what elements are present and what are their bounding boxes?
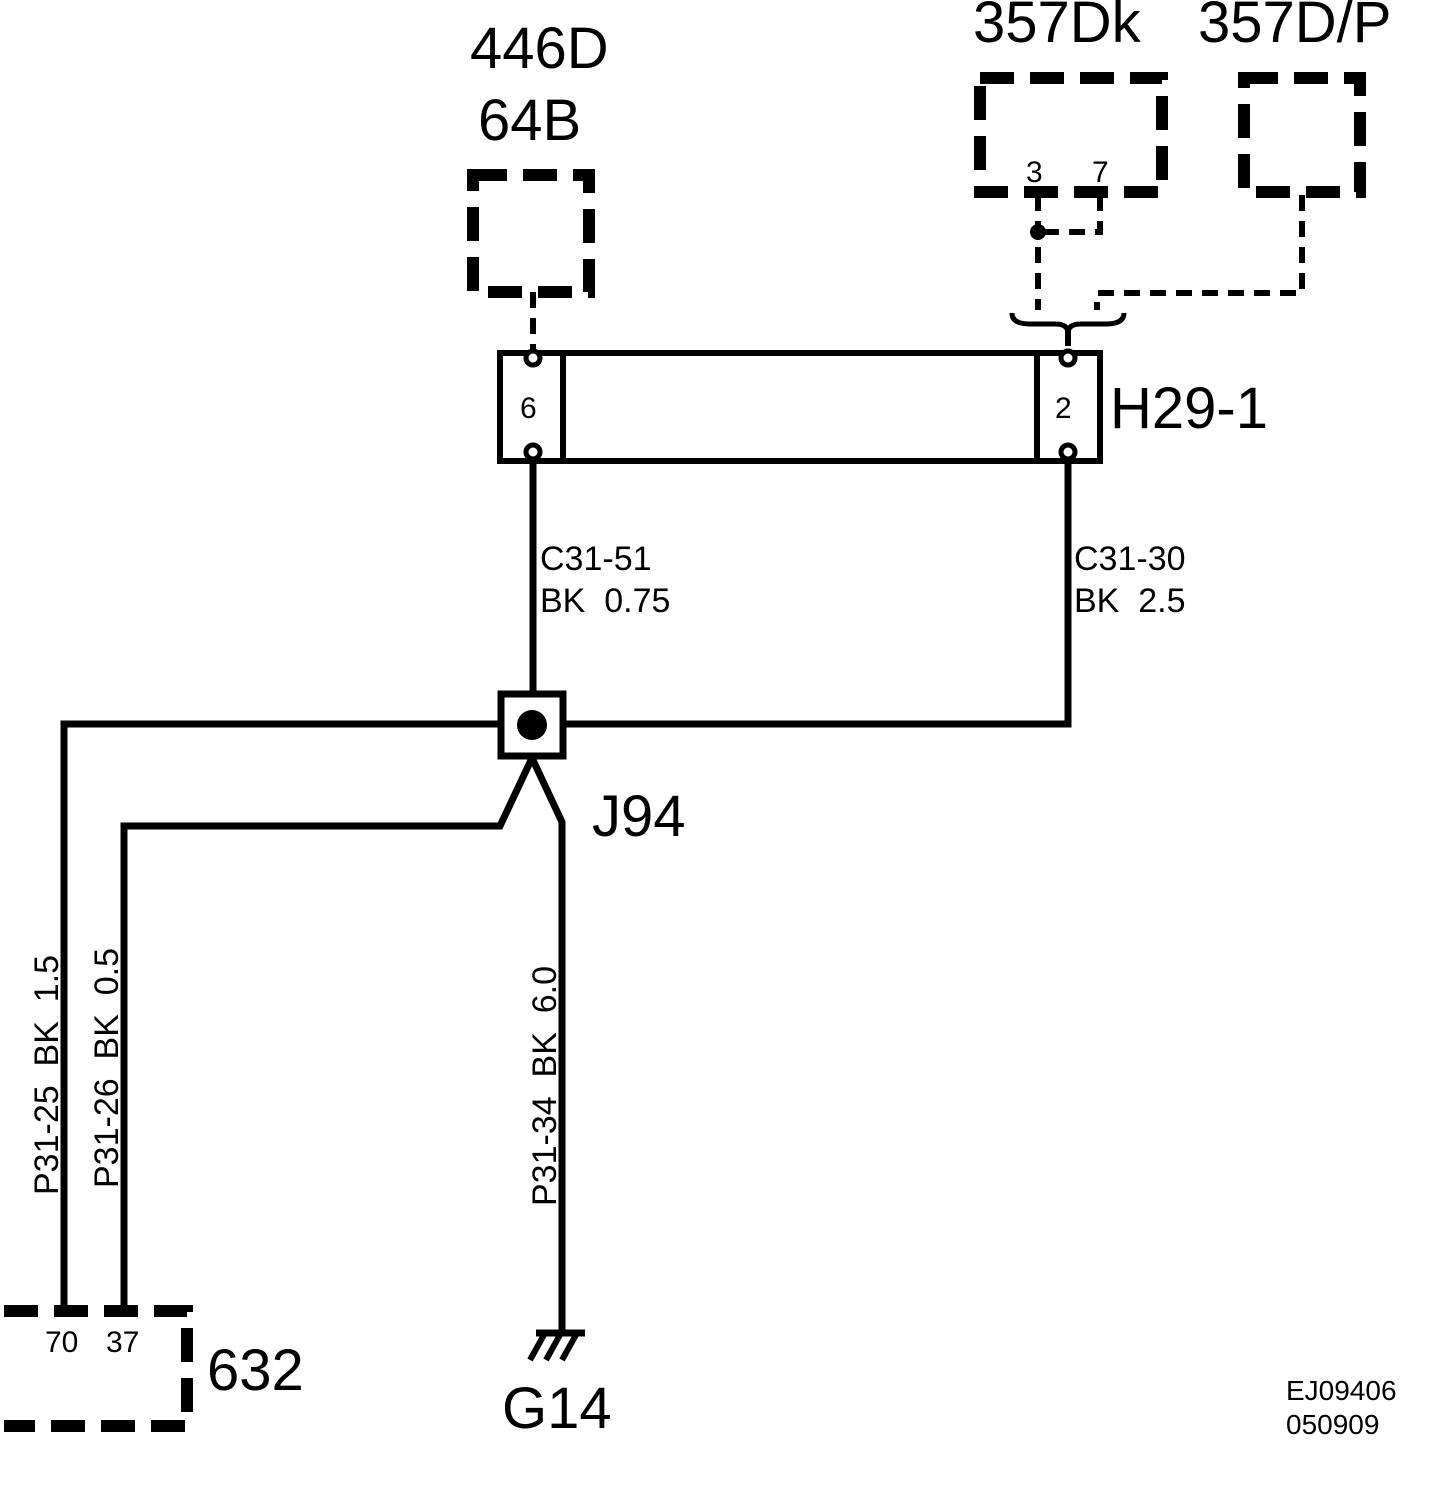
component-64b-label: 64B — [478, 88, 581, 153]
ground-g14-label: G14 — [502, 1376, 612, 1441]
component-357dk-box — [974, 72, 1168, 198]
wire-c31-30: C31-30 BK 2.5 — [561, 456, 1186, 728]
component-446d-label: 446D — [470, 16, 609, 81]
component-632: 70 37 632 — [4, 1305, 304, 1432]
drawing-code-line1: EJ09406 — [1286, 1375, 1397, 1406]
wire-p31-34: P31-34 BK 6.0 — [526, 753, 566, 1337]
connector-h29-pin-6-label: 6 — [520, 392, 537, 425]
component-357dk-pin-7: 7 — [1092, 156, 1109, 189]
drawing-code: EJ09406 050909 — [1286, 1375, 1397, 1440]
wire-p31-34-label: P31-34 BK 6.0 — [526, 966, 564, 1206]
component-632-pin-37: 37 — [106, 1326, 139, 1359]
wire-c31-51-id: C31-51 — [540, 540, 652, 578]
wire-p31-25: P31-25 BK 1.5 — [28, 720, 504, 1314]
component-357dk-label: 357Dk — [973, 0, 1142, 55]
wire-p31-26: P31-26 BK 0.5 — [88, 753, 537, 1314]
ground-g14: G14 — [502, 1329, 612, 1441]
component-446d-box — [467, 169, 595, 298]
ground-g14-stroke-3 — [559, 1331, 580, 1362]
ground-g14-stroke-2 — [543, 1331, 564, 1362]
component-357dp-label: 357D/P — [1198, 0, 1391, 55]
component-632-label: 632 — [207, 1338, 304, 1403]
component-357dk-pin-3: 3 — [1026, 156, 1043, 189]
wire-c31-51-spec: BK 0.75 — [540, 582, 670, 620]
component-446d: 446D 64B — [467, 16, 609, 350]
wire-p31-26-line — [120, 753, 537, 1314]
splice-j94-dot — [517, 710, 547, 740]
wire-c31-30-line — [561, 456, 1072, 728]
wire-p31-34-line — [527, 753, 566, 1337]
wire-c31-30-id: C31-30 — [1074, 540, 1186, 578]
connector-h29-1: 6 2 H29-1 — [497, 348, 1268, 464]
component-632-pin-70: 70 — [45, 1326, 78, 1359]
component-357dk: 357Dk 3 7 — [973, 0, 1168, 310]
wire-c31-30-spec: BK 2.5 — [1074, 582, 1186, 620]
wire-357dk-pin7 — [1038, 195, 1103, 235]
connector-h29-pin6-top — [523, 348, 543, 368]
connector-h29-pin-2-label: 2 — [1055, 392, 1072, 425]
splice-j94-label: J94 — [592, 784, 686, 849]
wire-357dp — [1094, 195, 1305, 310]
connector-h29-pin2-top — [1058, 348, 1078, 368]
wire-c31-51: C31-51 BK 0.75 — [529, 456, 670, 702]
component-357dp-box — [1238, 72, 1366, 198]
component-357dp: 357D/P — [1094, 0, 1391, 310]
junction-dot — [1030, 224, 1046, 240]
wire-p31-25-line — [60, 720, 504, 1314]
connector-h29-body — [497, 350, 1103, 464]
component-632-box — [4, 1305, 193, 1432]
wire-p31-26-label: P31-26 BK 0.5 — [88, 948, 126, 1188]
wire-p31-25-label: P31-25 BK 1.5 — [28, 955, 66, 1195]
drawing-code-line2: 050909 — [1286, 1409, 1379, 1440]
ground-g14-stroke-1 — [527, 1331, 548, 1362]
connector-h29-label: H29-1 — [1110, 376, 1268, 441]
